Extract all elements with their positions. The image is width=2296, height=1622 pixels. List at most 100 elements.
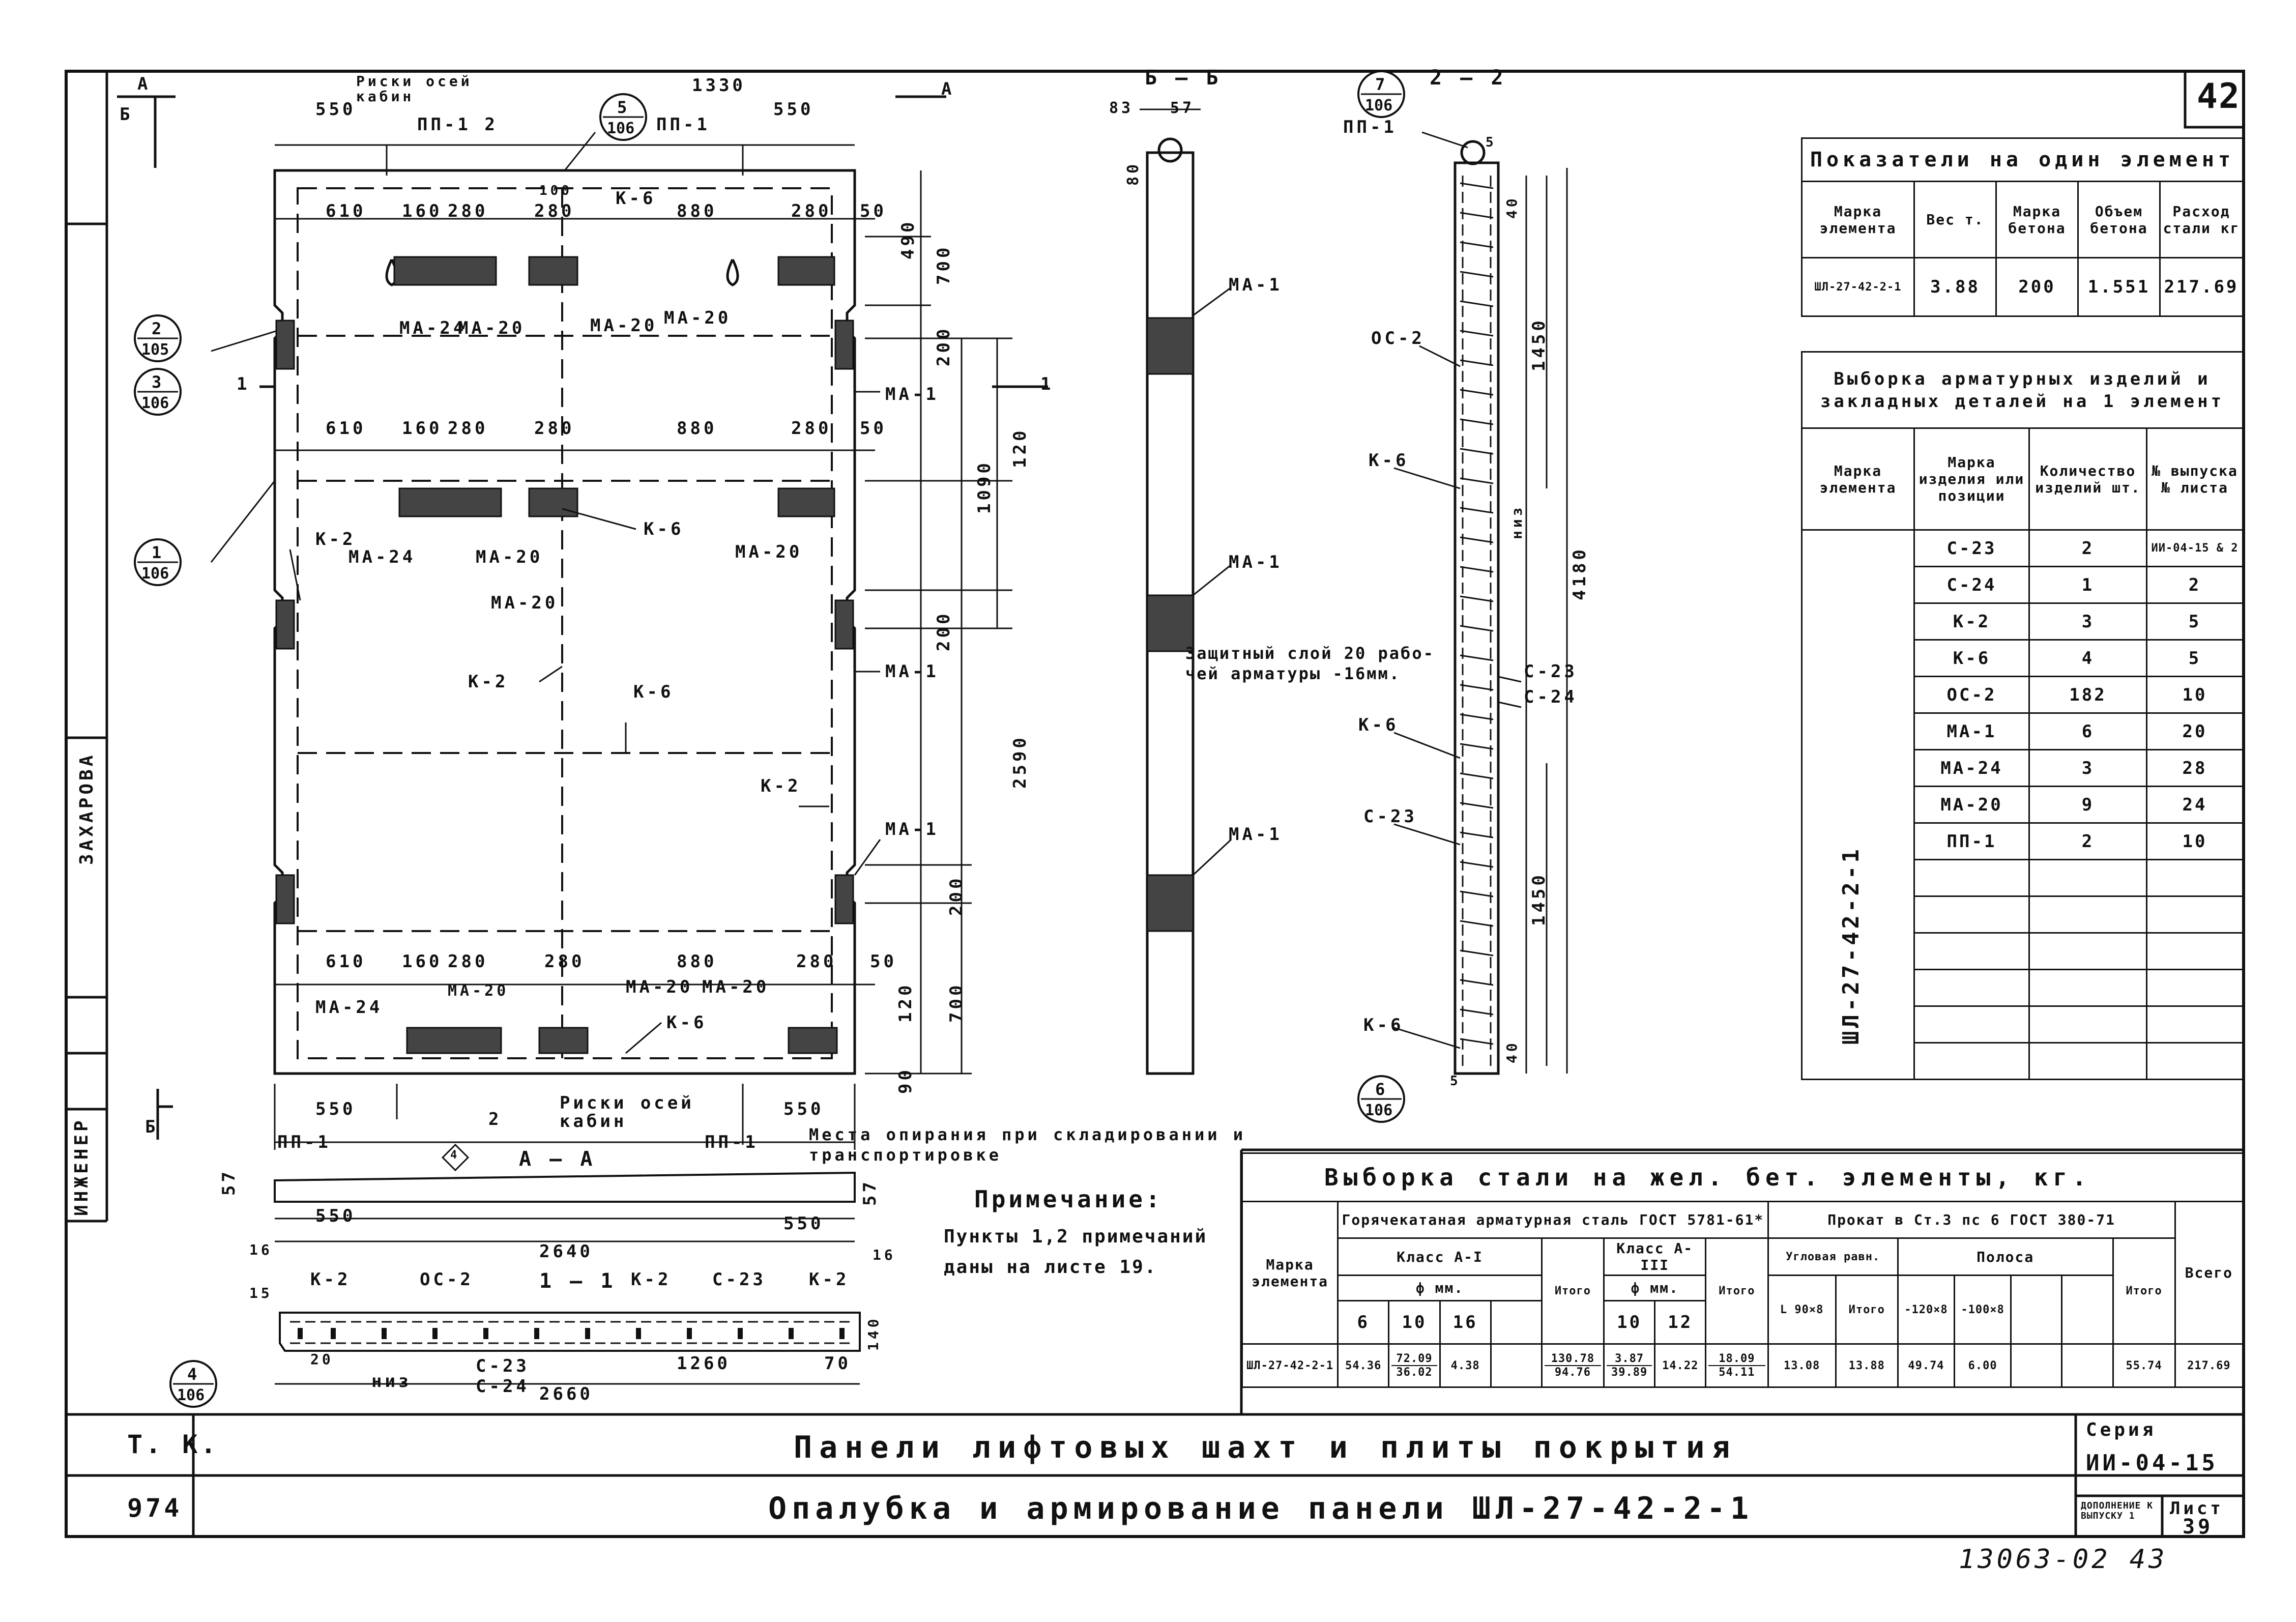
- tk-number: 974: [127, 1493, 183, 1523]
- ind-mark: ШЛ-27-42-2-1: [1801, 257, 1915, 317]
- steel-a3-total-top: 18.09: [1719, 1352, 1755, 1365]
- sel-qty: 3: [2028, 602, 2147, 641]
- row1-dim-280b: 280: [534, 201, 575, 221]
- steel-h-strip: Полоса: [1897, 1237, 2114, 1276]
- steel-a1-total-bot: 94.76: [1544, 1365, 1602, 1379]
- row2-dim-50: 50: [860, 418, 887, 439]
- steel-h-strip-100: -100×8: [1954, 1275, 2012, 1345]
- steel-angle-total: 13.88: [1835, 1343, 1899, 1388]
- steel-strip-120: 49.74: [1897, 1343, 1956, 1388]
- series-label: Серия: [2086, 1420, 2157, 1440]
- label-ma24-r2: МА-24: [348, 547, 416, 567]
- callout-4-num: 4: [187, 1365, 197, 1384]
- section-mark-b-left: Б: [120, 104, 133, 125]
- label-ma24-r1: МА-24: [399, 318, 467, 338]
- steel-h-hot: Горячекатаная арматурная сталь ГОСТ 5781…: [1337, 1201, 1769, 1239]
- aa-dim-57-left: 57: [219, 1169, 239, 1196]
- label-k6-top: К-6: [616, 188, 656, 209]
- s22-label-pp1: ПП-1: [1343, 117, 1397, 137]
- sel-qty: 2: [2028, 822, 2147, 860]
- aa-pp1-right: ПП-1: [705, 1132, 759, 1152]
- label-ma20-r1b: МА-20: [590, 315, 658, 336]
- callout-5-den: 106: [607, 120, 635, 137]
- rdim-2590: 2590: [1010, 735, 1030, 789]
- protect-note-2: чей арматуры -16мм.: [1185, 664, 1401, 683]
- transverse-bar: [1460, 831, 1494, 838]
- s22-label-k6-a: К-6: [1369, 450, 1409, 471]
- steel-h-strip-120: -120×8: [1897, 1275, 1956, 1345]
- transverse-bar: [1460, 389, 1494, 396]
- label-ma20-r3c: МА-20: [702, 977, 770, 997]
- bb-dim-80: 80: [1124, 161, 1142, 186]
- callout-3-den: 106: [141, 394, 169, 412]
- sel-element-text: ШЛ-27-42-2-1: [1838, 846, 1864, 1045]
- rdim-200c: 200: [946, 875, 967, 916]
- label-ma1-r1: МА-1: [885, 384, 939, 404]
- transverse-bar: [1460, 625, 1494, 632]
- steel-a1-total-top: 130.78: [1551, 1352, 1595, 1365]
- steel-a1-10-bot: 36.02: [1391, 1365, 1437, 1379]
- label-ma20-r1c: МА-20: [664, 308, 732, 328]
- row1-dim-50: 50: [860, 201, 887, 221]
- side-label-engineer: ИНЖЕНЕР: [71, 1117, 92, 1216]
- bb-dim-83: 83: [1109, 99, 1134, 117]
- steel-h-d10-3: 10: [1603, 1300, 1656, 1345]
- sel-qty: 3: [2028, 749, 2147, 787]
- protect-note-1: Защитный слой 20 рабо-: [1185, 644, 1435, 663]
- section-mark-a-top-right: А: [941, 79, 955, 99]
- sel-element: ШЛ-27-42-2-1: [1801, 529, 1915, 1080]
- s11-dim-2660: 2660: [539, 1384, 593, 1404]
- row2-dim-280b: 280: [534, 418, 575, 439]
- label-ma1-r2: МА-1: [885, 661, 939, 682]
- sel-item: С-24: [1913, 566, 2030, 604]
- label-pp1-right: ПП-1: [656, 114, 710, 135]
- label-ma20-r1a: МА-20: [458, 318, 526, 338]
- steel-h-a3-total: Итого: [1705, 1237, 1769, 1345]
- label-k2-mid: К-2: [468, 672, 509, 692]
- sel-issue: 10: [2146, 676, 2244, 714]
- steel-h-angle: Угловая равн.: [1767, 1237, 1899, 1276]
- row2-dim-280c: 280: [791, 418, 832, 439]
- section-mark-1-left: 1: [237, 374, 250, 394]
- aa-pp1-left: ПП-1: [277, 1132, 331, 1152]
- s11-label-k2-a: К-2: [310, 1269, 351, 1290]
- row3-dim-280a: 280: [448, 951, 488, 972]
- callout-6-num: 6: [1375, 1080, 1385, 1099]
- transverse-bar: [1460, 477, 1494, 484]
- steel-all-total: 217.69: [2174, 1343, 2244, 1388]
- selection-table: Выборка арматурных изделий и закладных д…: [1801, 351, 2244, 1080]
- row1-dim-880: 880: [677, 201, 717, 221]
- row2-dim-880: 880: [677, 418, 717, 439]
- callout-3-num: 3: [152, 372, 162, 392]
- rdim-200b: 200: [934, 611, 954, 651]
- steel-h-class3: Класс А-III: [1603, 1237, 1707, 1276]
- steel-table: Выборка стали на жел. бет. элементы, кг.…: [1241, 1152, 2244, 1388]
- s22-dim-5-bot: 5: [1450, 1074, 1461, 1089]
- s11-dim-70: 70: [824, 1353, 851, 1374]
- row2-dim-280a: 280: [448, 418, 488, 439]
- transverse-bar: [1460, 920, 1494, 927]
- row2-dim-160: 160: [402, 418, 443, 439]
- s22-dim-5-top: 5: [1486, 135, 1497, 150]
- sel-qty: 6: [2028, 712, 2147, 750]
- aa-dim-550-left: 550: [315, 1206, 356, 1226]
- s11-niz: низ: [371, 1371, 412, 1392]
- section-bb-title: Б — Б: [1145, 66, 1222, 90]
- label-ma20-r2b: МА-20: [491, 593, 559, 613]
- steel-strip-100: 6.00: [1954, 1343, 2012, 1388]
- label-k6-r2: К-6: [644, 519, 684, 539]
- aa-dim-16-right: 16: [873, 1247, 896, 1263]
- steel-a1-6: 54.36: [1337, 1343, 1390, 1388]
- section-aa-title: А — А: [519, 1147, 596, 1171]
- ind-steel: 217.69: [2159, 257, 2244, 317]
- s22-label-k6-b: К-6: [1358, 715, 1399, 735]
- sel-item: МА-24: [1913, 749, 2030, 787]
- transverse-bar: [1460, 418, 1494, 425]
- transverse-bar: [1460, 743, 1494, 750]
- label-k6-r3: К-6: [666, 1012, 707, 1033]
- transverse-bar: [1460, 949, 1494, 957]
- transverse-bar: [1460, 182, 1494, 189]
